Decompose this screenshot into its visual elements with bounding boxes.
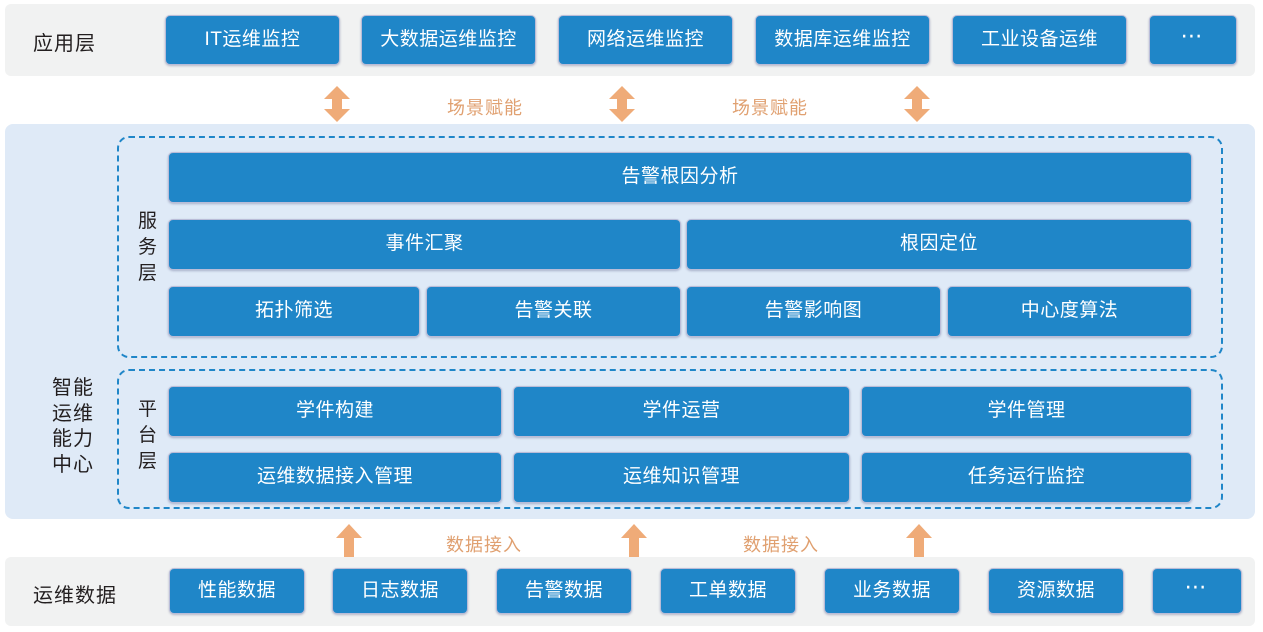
- service-box-alarm-correlation[interactable]: 告警关联: [426, 286, 681, 337]
- platform-tag-char-2: 台: [137, 425, 158, 447]
- data-access-arrow-1: [335, 524, 363, 562]
- data-box-tickets[interactable]: 工单数据: [660, 568, 796, 614]
- platform-box-learnware-operation[interactable]: 学件运营: [513, 386, 850, 437]
- platform-box-task-run-monitoring[interactable]: 任务运行监控: [861, 452, 1192, 503]
- double-arrow-icon: [324, 86, 350, 122]
- data-box-performance[interactable]: 性能数据: [169, 568, 305, 614]
- ops-data-label: 运维数据: [33, 585, 117, 607]
- platform-box-learnware-build[interactable]: 学件构建: [168, 386, 502, 437]
- service-tag-char-2: 务: [137, 237, 158, 259]
- platform-box-learnware-management[interactable]: 学件管理: [861, 386, 1192, 437]
- scene-enable-label-1: 场景赋能: [447, 98, 523, 118]
- service-box-centrality-algorithm[interactable]: 中心度算法: [947, 286, 1192, 337]
- data-access-arrow-2: [620, 524, 648, 562]
- service-box-topology-filter[interactable]: 拓扑筛选: [168, 286, 420, 337]
- data-box-business[interactable]: 业务数据: [824, 568, 960, 614]
- app-box-database-ops[interactable]: 数据库运维监控: [755, 15, 930, 65]
- platform-layer-group: [117, 369, 1223, 509]
- center-label-line-1: 智能: [52, 377, 94, 399]
- service-box-alarm-impact-graph[interactable]: 告警影响图: [686, 286, 941, 337]
- service-layer-tag: 服 务 层: [136, 209, 160, 288]
- data-box-logs[interactable]: 日志数据: [332, 568, 468, 614]
- app-box-more[interactable]: ⋯: [1149, 15, 1237, 65]
- service-tag-char-3: 层: [137, 263, 158, 285]
- scene-enable-arrow-2: [608, 86, 636, 127]
- data-access-arrow-3: [905, 524, 933, 562]
- app-box-network-ops[interactable]: 网络运维监控: [558, 15, 733, 65]
- up-arrow-icon: [621, 524, 647, 557]
- capability-center-panel: 智能 运维 能力 中心 服 务 层 告警根因分析 事件汇聚 根因定位 拓扑筛选 …: [5, 124, 1255, 519]
- data-box-resources[interactable]: 资源数据: [988, 568, 1124, 614]
- center-label-line-4: 中心: [52, 453, 94, 476]
- service-box-root-cause-location[interactable]: 根因定位: [686, 219, 1192, 270]
- scene-enable-label-2: 场景赋能: [732, 98, 808, 118]
- up-arrow-icon: [906, 524, 932, 557]
- app-box-bigdata-ops[interactable]: 大数据运维监控: [361, 15, 536, 65]
- app-box-industrial-ops[interactable]: 工业设备运维: [952, 15, 1127, 65]
- center-label-line-2: 运维: [52, 402, 94, 425]
- service-box-event-aggregation[interactable]: 事件汇聚: [168, 219, 681, 270]
- scene-enable-arrow-1: [323, 86, 351, 127]
- platform-box-ops-knowledge-management[interactable]: 运维知识管理: [513, 452, 850, 503]
- platform-tag-char-1: 平: [137, 399, 158, 420]
- app-box-it-ops[interactable]: IT运维监控: [165, 15, 340, 65]
- service-layer-group: [117, 136, 1223, 358]
- data-access-label-2: 数据接入: [743, 535, 819, 555]
- scene-enable-arrow-3: [903, 86, 931, 127]
- up-arrow-icon: [336, 524, 362, 557]
- data-box-more[interactable]: ⋯: [1152, 568, 1242, 614]
- capability-center-label: 智能 运维 能力 中心: [27, 376, 119, 478]
- service-box-alarm-root-cause-analysis[interactable]: 告警根因分析: [168, 152, 1192, 203]
- data-access-label-1: 数据接入: [446, 535, 522, 555]
- platform-layer-tag: 平 台 层: [136, 397, 160, 476]
- platform-tag-char-3: 层: [137, 451, 158, 473]
- data-box-alarms[interactable]: 告警数据: [496, 568, 632, 614]
- center-label-line-3: 能力: [52, 428, 94, 451]
- platform-box-ops-data-access-management[interactable]: 运维数据接入管理: [168, 452, 502, 503]
- double-arrow-icon: [904, 86, 930, 122]
- application-layer-label: 应用层: [33, 33, 96, 55]
- service-tag-char-1: 服: [137, 211, 158, 232]
- double-arrow-icon: [609, 86, 635, 122]
